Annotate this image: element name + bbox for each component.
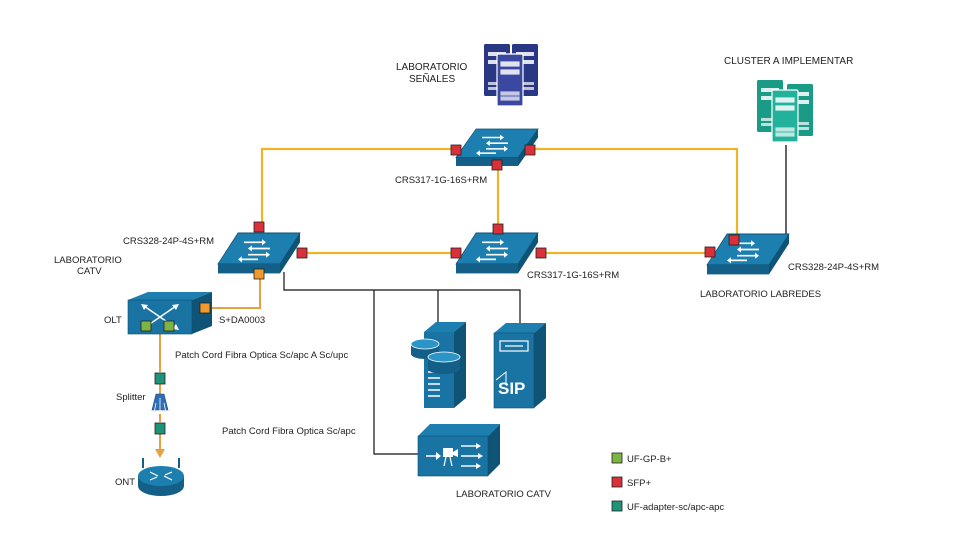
sfp-port (491, 159, 503, 171)
cluster-label: CLUSTER A IMPLEMENTAR (724, 56, 853, 67)
sfp-port (728, 234, 740, 246)
router-icon (138, 458, 184, 496)
legend-swatch (611, 500, 623, 512)
ont-label: ONT (115, 477, 135, 488)
olt-switch (127, 292, 212, 335)
crs328-right-switch (704, 233, 790, 276)
sfp-port (492, 223, 504, 235)
legend-label: SFP+ (627, 478, 651, 489)
server-tower-icon (484, 44, 538, 107)
database-server-icon (410, 322, 466, 408)
crs317-mid-label: CRS317-1G-16S+RM (527, 270, 619, 281)
crs328-left-label: CRS328-24P-4S+RM (123, 236, 214, 247)
lab-catv-label-2: CATV (77, 266, 102, 277)
adapter-port (154, 422, 166, 435)
patch-cord-1-label: Patch Cord Fibra Optica Sc/apc A Sc/upc (175, 350, 348, 361)
link-crs317-top-to-crs328-left (260, 147, 459, 226)
video-headend-icon (417, 424, 500, 477)
sfp-port (450, 144, 462, 156)
server-tower-icon (757, 80, 813, 143)
crs317-top-switch (450, 128, 539, 171)
sfp-port (704, 246, 716, 258)
sfp-port (535, 247, 547, 259)
lab-senales-label-2: SEÑALES (409, 72, 455, 85)
crs328-left-switch (217, 221, 308, 280)
legend-swatch (611, 452, 623, 464)
lab-labredes-label: LABORATORIO LABREDES (700, 289, 821, 300)
arrow-down-icon (155, 449, 165, 458)
sfp-port (253, 221, 265, 233)
lab-catv-bottom-label: LABORATORIO CATV (456, 489, 552, 500)
sda-label: S+DA0003 (219, 315, 265, 326)
lab-senales-label: LABORATORIO (396, 62, 468, 73)
network-switch-icon (706, 233, 790, 276)
link-crs328-left-to-olt (207, 274, 261, 309)
crs317-mid-switch (450, 223, 547, 275)
patch-cord-2-label: Patch Cord Fibra Optica Sc/apc (222, 426, 356, 437)
legend-swatch (611, 476, 623, 488)
sip-text: SIP (498, 379, 525, 398)
fiber-links (260, 147, 739, 255)
copper-links (283, 272, 521, 455)
sip-server-icon: SIP (493, 323, 546, 409)
sfp-dac-port (199, 302, 211, 314)
sfp-dac-port (253, 268, 265, 280)
crs328-right-label: CRS328-24P-4S+RM (788, 262, 879, 273)
lab-catv-label: LABORATORIO (54, 255, 122, 266)
network-switch-icon (455, 232, 539, 275)
olt-label: OLT (104, 315, 122, 326)
legend-label: UF-GP-B+ (627, 454, 672, 465)
sfp-port (450, 247, 462, 259)
adapter-port (154, 372, 166, 385)
gpon-port (163, 320, 175, 332)
network-switch-icon (217, 232, 301, 275)
fiber-splitter-icon (151, 393, 169, 414)
legend: UF-GP-B+ SFP+ UF-adapter-sc/apc-apc (611, 452, 724, 513)
sfp-port (296, 247, 308, 259)
splitter-label: Splitter (116, 392, 146, 403)
gpon-port (140, 320, 152, 332)
sfp-port (524, 144, 536, 156)
link-crs317-top-to-crs328-right (530, 147, 739, 237)
crs317-top-label: CRS317-1G-16S+RM (395, 175, 487, 186)
legend-label: UF-adapter-sc/apc-apc (627, 502, 724, 513)
